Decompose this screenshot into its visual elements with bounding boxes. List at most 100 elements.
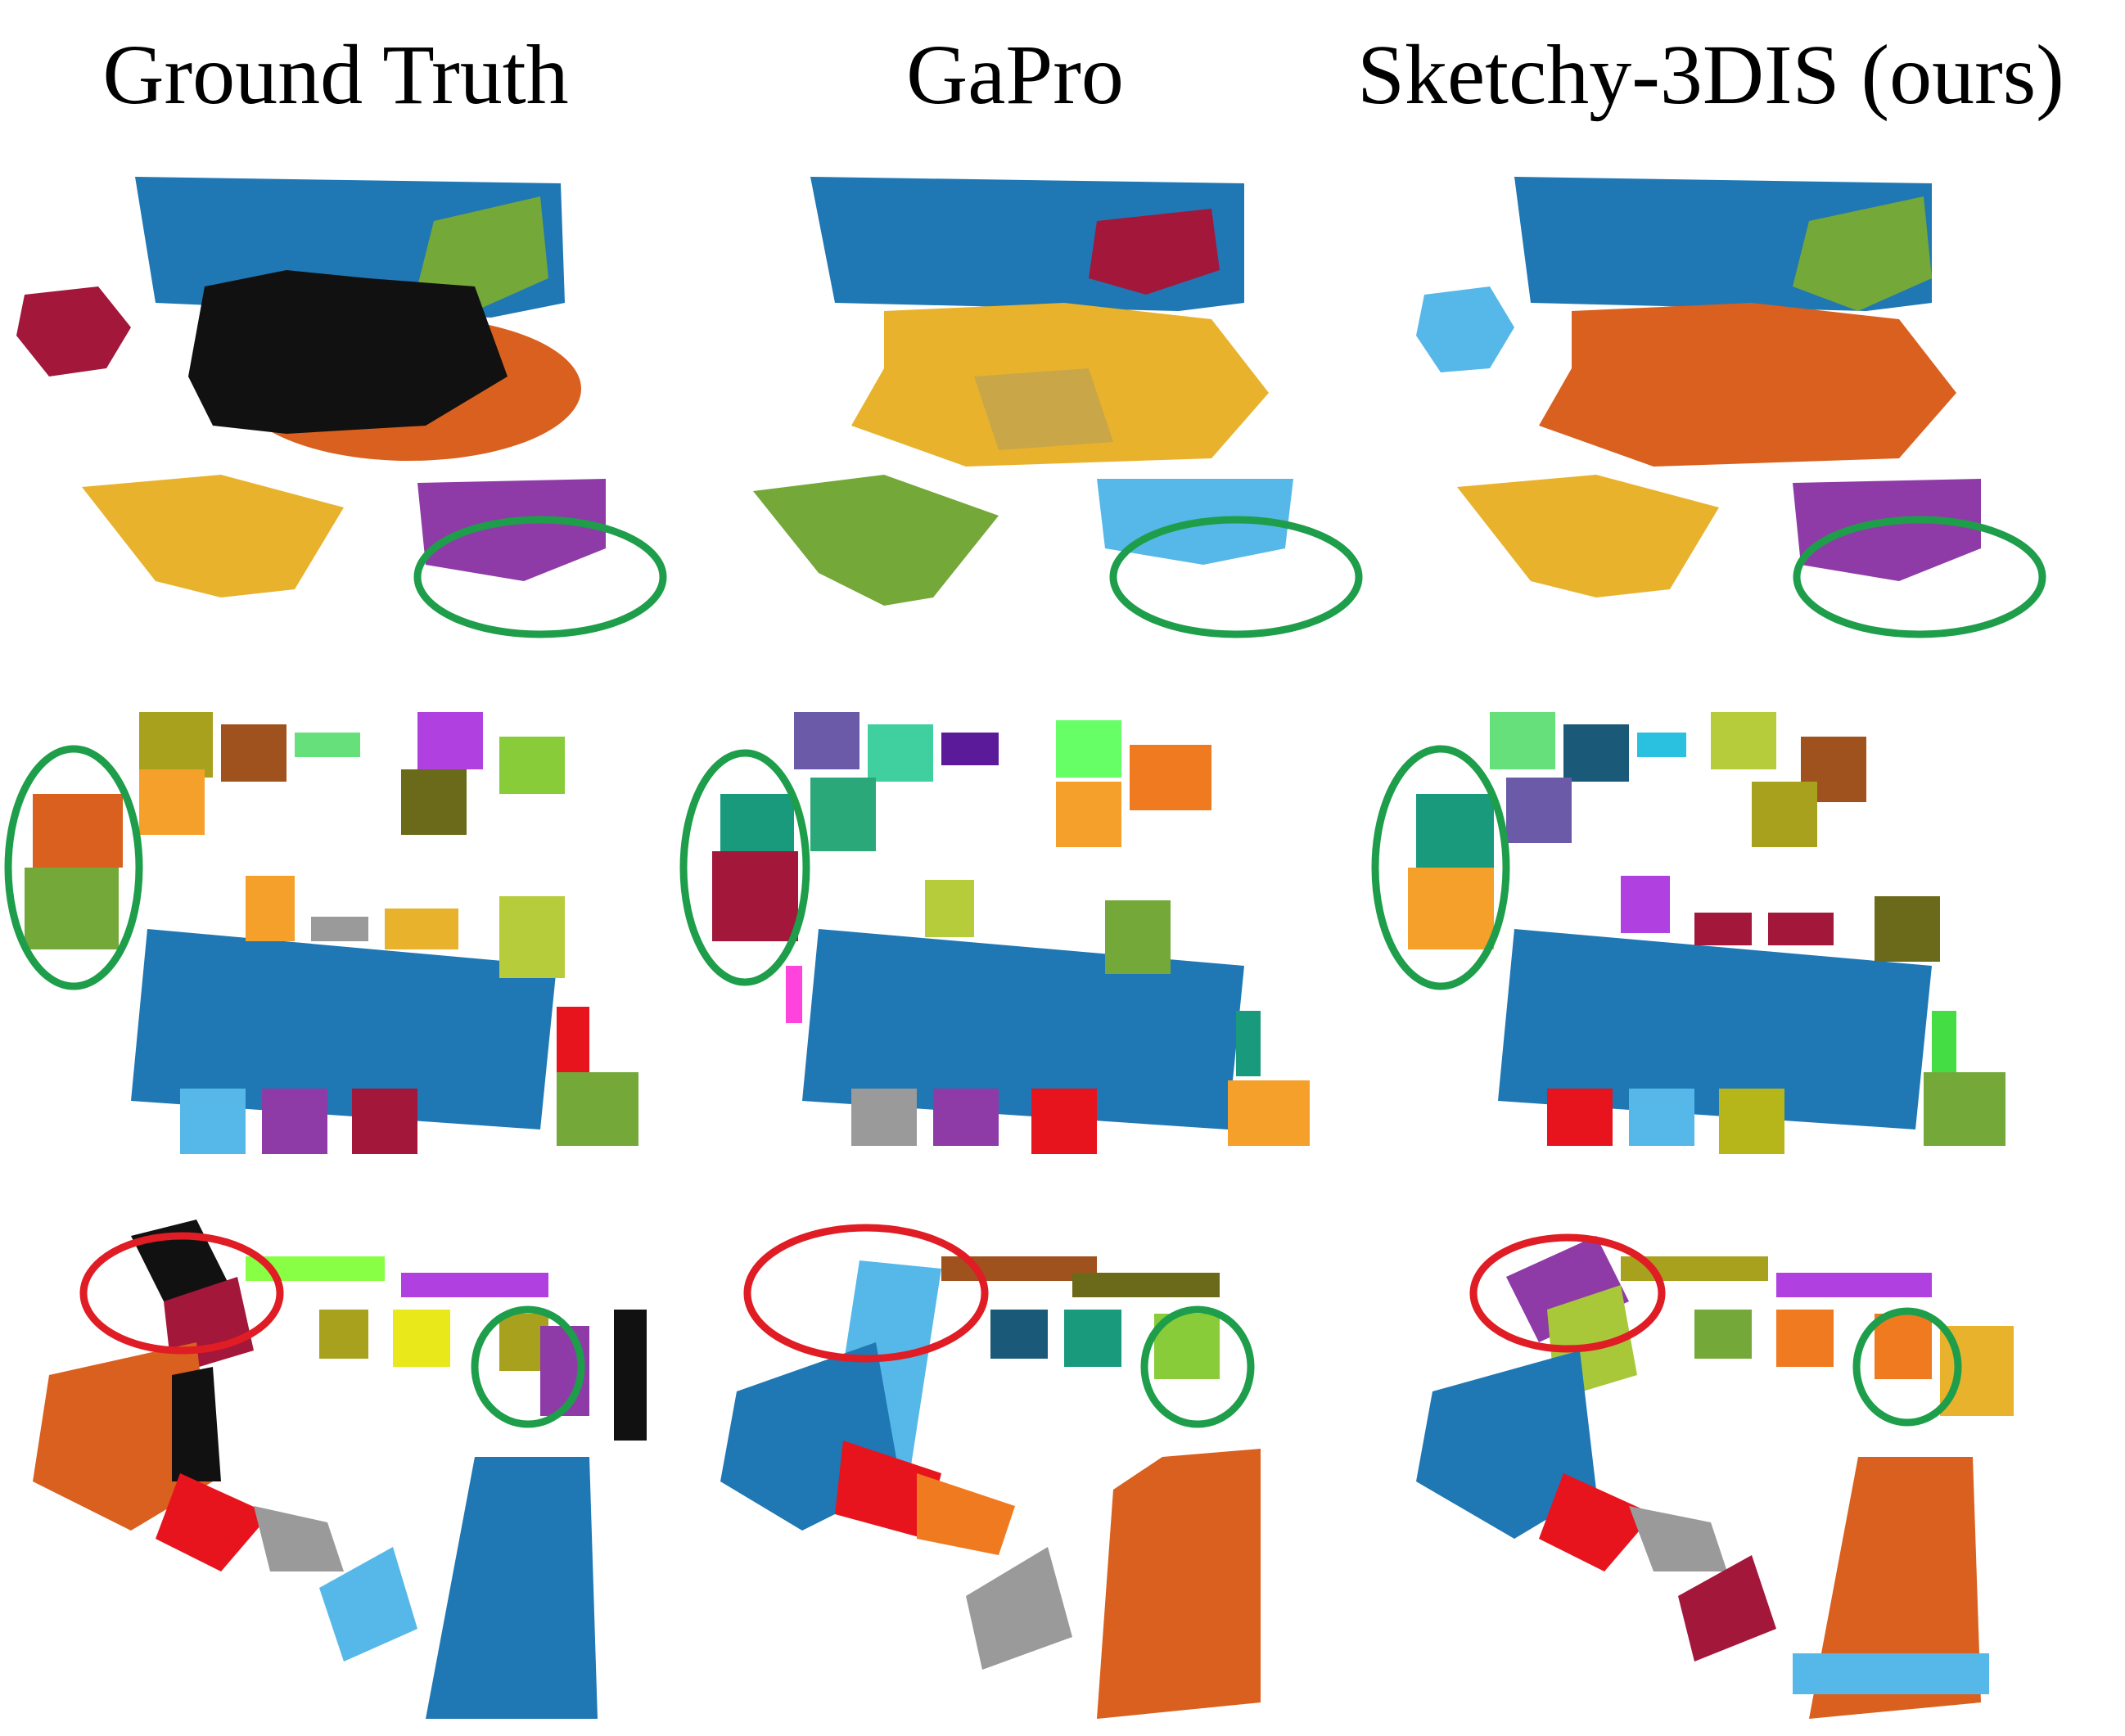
segment-chair-yellowgreen — [925, 880, 974, 937]
highlight-ring-green — [1793, 516, 2046, 638]
segment-desk-blue — [1416, 1350, 1596, 1539]
panel-row3-sketchy-3dis — [1383, 1211, 2055, 1727]
panel-row1-sketchy-3dis — [1408, 164, 2063, 655]
segment-chair-cyan — [1637, 733, 1686, 757]
segment-chair-skyblue — [1629, 1089, 1694, 1146]
segment-shelf-darkolive — [1072, 1273, 1220, 1297]
segment-table-blue — [802, 929, 1244, 1130]
segment-chair-maroon — [1089, 209, 1220, 295]
segment-chair-amber — [1408, 868, 1494, 949]
segment-chair-orange — [1776, 1310, 1834, 1367]
segment-chair-orange — [1130, 745, 1211, 810]
segment-chair-slateblue — [1506, 778, 1572, 843]
segment-chair-gold — [82, 475, 344, 597]
segment-chair-green — [1932, 1011, 1956, 1076]
highlight-ring-green — [1852, 1307, 1962, 1427]
segment-chair-yellowgreen — [1711, 712, 1776, 769]
highlight-ring-green — [1109, 516, 1363, 638]
segment-chair-green2 — [557, 1072, 638, 1146]
segment-chair-maroon — [1694, 913, 1752, 945]
segment-chair-orange2 — [1875, 1314, 1932, 1379]
segment-chair-black — [172, 1367, 221, 1481]
segment-board-skyblue — [1793, 1653, 1989, 1694]
segment-box-orange — [917, 1473, 1015, 1555]
highlight-ring-green — [1371, 745, 1510, 990]
panel-row2-gapro — [671, 704, 1342, 1179]
segment-chair-green — [1694, 1310, 1752, 1359]
segment-chair-indigo — [941, 733, 999, 765]
segment-chair-teal2 — [810, 778, 876, 851]
segment-chair-maroon — [712, 851, 798, 941]
segment-chair-aqua — [868, 724, 933, 782]
segment-chair-olive — [319, 1310, 368, 1359]
segment-chair-violet — [417, 712, 483, 769]
segment-chair-lightgreen — [499, 737, 565, 794]
segment-box-gray — [966, 1547, 1072, 1670]
segment-chair-yellow — [393, 1310, 450, 1367]
segment-desk-orange — [1097, 1449, 1261, 1719]
segment-box-maroon — [1678, 1555, 1776, 1662]
segment-box-skyblue — [319, 1547, 417, 1662]
segment-chair-yellowgreen — [499, 896, 565, 978]
segment-box-gray — [254, 1506, 344, 1571]
highlight-ring-red — [79, 1232, 284, 1355]
segment-chair-teal — [720, 794, 794, 851]
segment-chair-red — [557, 1007, 589, 1072]
segment-box-red — [835, 1441, 941, 1539]
segment-chair-yellowolive — [1719, 1089, 1784, 1154]
segment-chair-amber2 — [246, 876, 295, 941]
segment-chair-orange — [33, 794, 123, 868]
segment-chair-navy — [990, 1310, 1048, 1359]
segment-chair-green — [1105, 900, 1171, 974]
highlight-ring-green — [679, 749, 810, 986]
segment-chair-mint — [295, 733, 360, 757]
segment-chair-gold — [385, 909, 458, 949]
panel-row1-ground-truth — [16, 164, 671, 655]
panel-row3-gapro — [671, 1211, 1342, 1727]
panel-row2-sketchy-3dis — [1367, 704, 2038, 1179]
segment-box-gray — [1629, 1506, 1727, 1571]
panel-row3-ground-truth — [0, 1211, 671, 1727]
segment-box-red — [156, 1473, 270, 1571]
segment-chair-green — [25, 868, 119, 949]
segment-chair-purple — [262, 1089, 327, 1154]
segment-chair-purple — [417, 479, 606, 581]
segment-chair-green — [1793, 196, 1932, 311]
highlight-ring-green — [413, 516, 667, 638]
segment-chair-green — [753, 475, 999, 606]
segment-chair-mint — [1490, 712, 1555, 769]
highlight-ring-red — [1469, 1233, 1666, 1353]
segment-cabinet-black2 — [614, 1310, 647, 1441]
segment-chair-red — [1031, 1089, 1097, 1154]
segment-chair-red — [1547, 1089, 1613, 1146]
segment-chair-skyblue — [1416, 286, 1514, 372]
segment-shelf-purple — [401, 1273, 548, 1297]
column-title-ground-truth: Ground Truth — [102, 28, 569, 122]
segment-chair-maroon — [352, 1089, 417, 1154]
segment-round-table-orange — [1539, 303, 1956, 467]
segment-shelf-purple — [1776, 1273, 1932, 1297]
segment-chair-black — [188, 270, 508, 434]
column-title-sketchy-3dis: Sketchy-3DIS (ours) — [1357, 28, 2064, 122]
segment-cabinet-purple — [1506, 1236, 1629, 1342]
segment-chair-skyblue — [180, 1089, 246, 1154]
highlight-ring-red — [743, 1224, 989, 1363]
segment-chair-gray — [311, 917, 368, 941]
segment-table-blue — [1498, 929, 1932, 1130]
segment-chair-magenta — [786, 966, 802, 1023]
segment-chair-maroon — [16, 286, 131, 377]
segment-chair-teal3 — [1236, 1011, 1261, 1076]
segment-chair-violet — [1621, 876, 1670, 933]
segment-desk-orange — [33, 1342, 213, 1531]
segment-chair-green2 — [1924, 1072, 2005, 1146]
segment-chair-tan — [974, 368, 1113, 450]
segment-chair-amber — [139, 769, 205, 835]
segment-chair-teal — [1416, 794, 1494, 868]
segment-chair-olive — [139, 712, 213, 778]
segment-chair-maroon2 — [1768, 913, 1834, 945]
column-title-gapro: GaPro — [906, 28, 1124, 122]
segment-chair-darkolive — [1875, 896, 1940, 962]
highlight-ring-green — [1140, 1305, 1255, 1428]
segment-chair-purple — [933, 1089, 999, 1146]
segment-chair-olive — [1752, 782, 1817, 847]
